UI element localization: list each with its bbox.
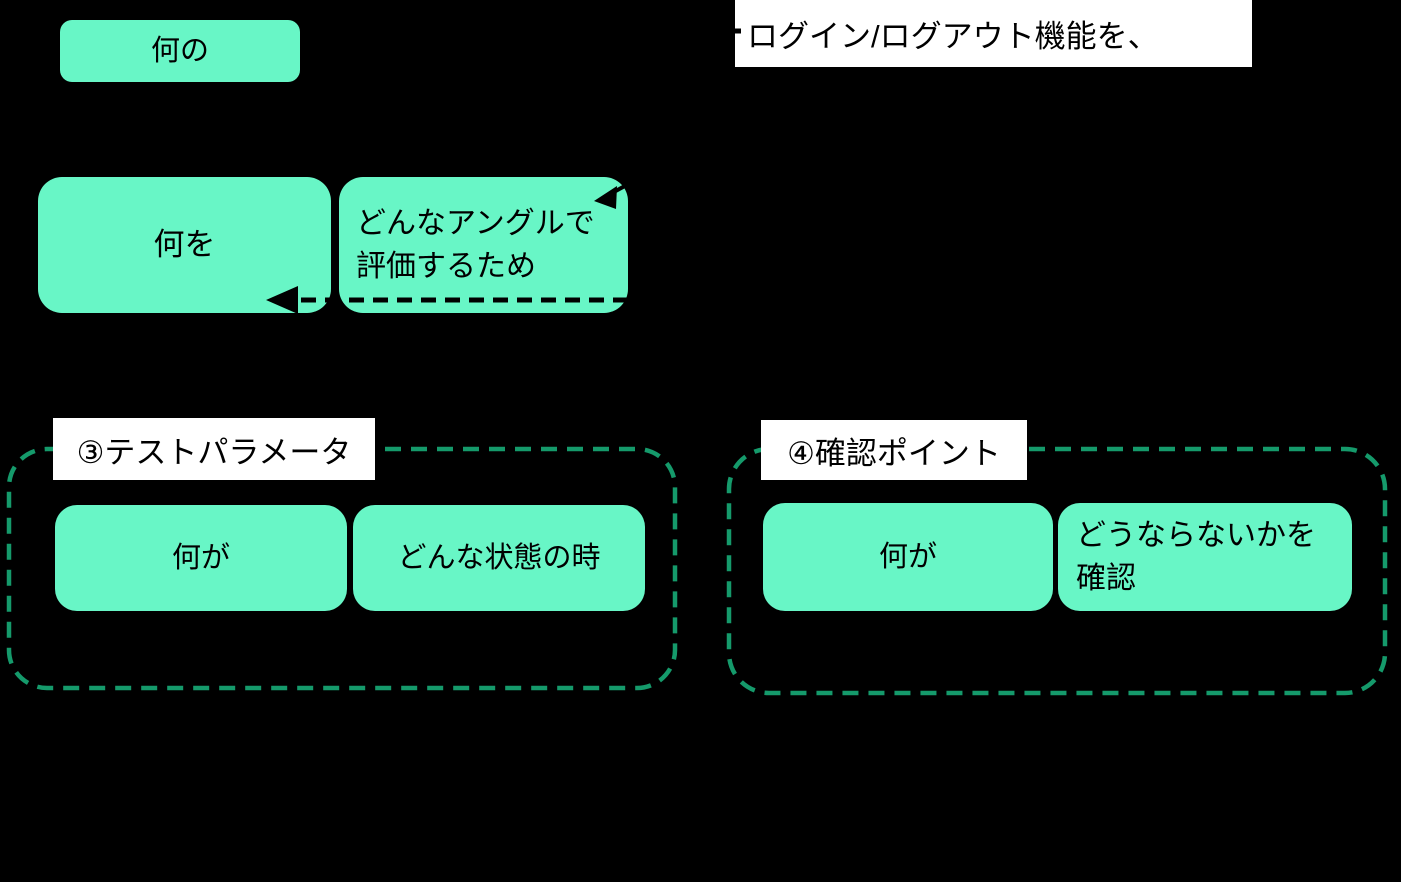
- what-of-box: 何の: [60, 20, 300, 82]
- check-expectation-line2: 確認: [1076, 562, 1136, 595]
- check-expectation-box: どうならないかを 確認: [1058, 503, 1352, 611]
- test-parameter-section-label: ③テストパラメータ: [53, 418, 375, 480]
- parameter-what-label: 何が: [171, 541, 230, 574]
- check-point-section-title: ④確認ポイント: [787, 435, 1001, 471]
- parameter-state-label: どんな状態の時: [397, 541, 601, 574]
- evaluation-angle-line2: 評価するため: [356, 250, 536, 283]
- parameter-state-box: どんな状態の時: [353, 505, 645, 611]
- check-point-section-label: ④確認ポイント: [761, 420, 1027, 480]
- login-logout-annotation-text: ログイン/ログアウト機能を、: [747, 19, 1159, 54]
- login-logout-annotation: ログイン/ログアウト機能を、: [735, 0, 1252, 67]
- evaluation-angle-line1: どんなアングルで: [356, 207, 595, 240]
- what-object-box: 何を: [38, 177, 331, 313]
- check-expectation-line1: どうならないかを: [1076, 519, 1316, 552]
- check-what-box: 何が: [763, 503, 1053, 611]
- check-what-label: 何が: [878, 540, 937, 573]
- evaluation-angle-box: どんなアングルで 評価するため: [339, 177, 628, 313]
- what-object-label: 何を: [153, 227, 216, 263]
- parameter-what-box: 何が: [55, 505, 347, 611]
- test-parameter-section-title: ③テストパラメータ: [76, 434, 352, 470]
- what-of-label: 何の: [150, 34, 209, 67]
